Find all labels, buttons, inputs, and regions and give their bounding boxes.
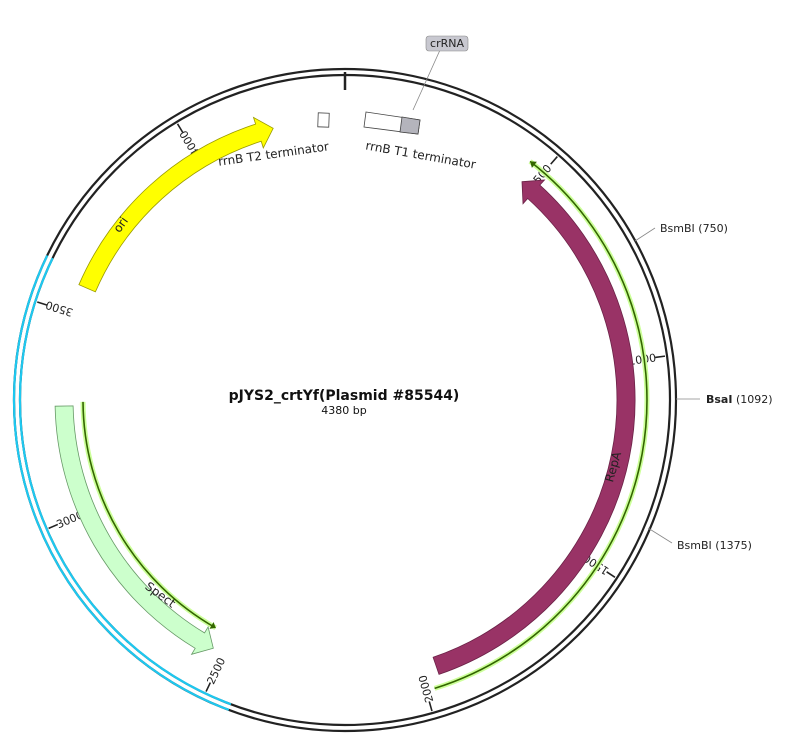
site-bsmbi-1375-label[interactable]: BsmBI (1375) <box>677 539 752 552</box>
tick-mark-4000 <box>176 123 184 133</box>
site-bsai-1092-label[interactable]: BsaI (1092) <box>706 393 773 406</box>
tick-mark-3500 <box>36 301 48 306</box>
tick-label-2000: 2000 <box>416 674 436 704</box>
site-bsmbi-750-label[interactable]: BsmBI (750) <box>660 222 728 235</box>
terminator-t1-label: rrnB T1 terminator <box>364 138 476 171</box>
terminator-t2-box[interactable] <box>317 112 330 128</box>
tick-mark-2000 <box>428 701 433 712</box>
features <box>54 116 636 675</box>
crrna-label: crRNA <box>430 37 464 50</box>
site-bsmbi-1375-leader <box>647 527 673 544</box>
plasmid-name: pJYS2_crtYf(Plasmid #85544) <box>229 388 460 404</box>
crrna-callout: crRNA <box>412 35 469 111</box>
feature-ori[interactable] <box>78 116 274 293</box>
tick-mark-1000 <box>654 355 666 359</box>
primer-head-right <box>530 161 537 168</box>
highlight-region-inner <box>18 257 232 706</box>
tick-label-2500: 2500 <box>204 656 228 687</box>
primer-left <box>82 401 216 629</box>
highlight-region-outer <box>12 255 230 711</box>
crrna-tag[interactable] <box>425 35 469 52</box>
crrna-box[interactable] <box>399 116 421 135</box>
tick-mark-500 <box>550 156 558 165</box>
primer-head-left <box>209 622 216 629</box>
backbone <box>12 67 678 733</box>
tick-mark-3000 <box>48 523 59 530</box>
primer-right <box>434 160 648 690</box>
feature-repa[interactable] <box>432 179 636 675</box>
restriction-sites: BsmBI (750) BsaI (1092) BsmBI (1375) <box>634 222 773 552</box>
crrna-leader-line <box>412 49 441 111</box>
tick-label-3500: 3500 <box>44 298 75 319</box>
tick-mark-1500 <box>606 571 616 578</box>
plasmid-length: 4380 bp <box>321 404 366 417</box>
primers <box>80 159 650 691</box>
tick-mark-2500 <box>205 682 212 692</box>
site-bsmbi-750-leader <box>634 227 656 242</box>
feature-spect[interactable] <box>54 405 214 655</box>
